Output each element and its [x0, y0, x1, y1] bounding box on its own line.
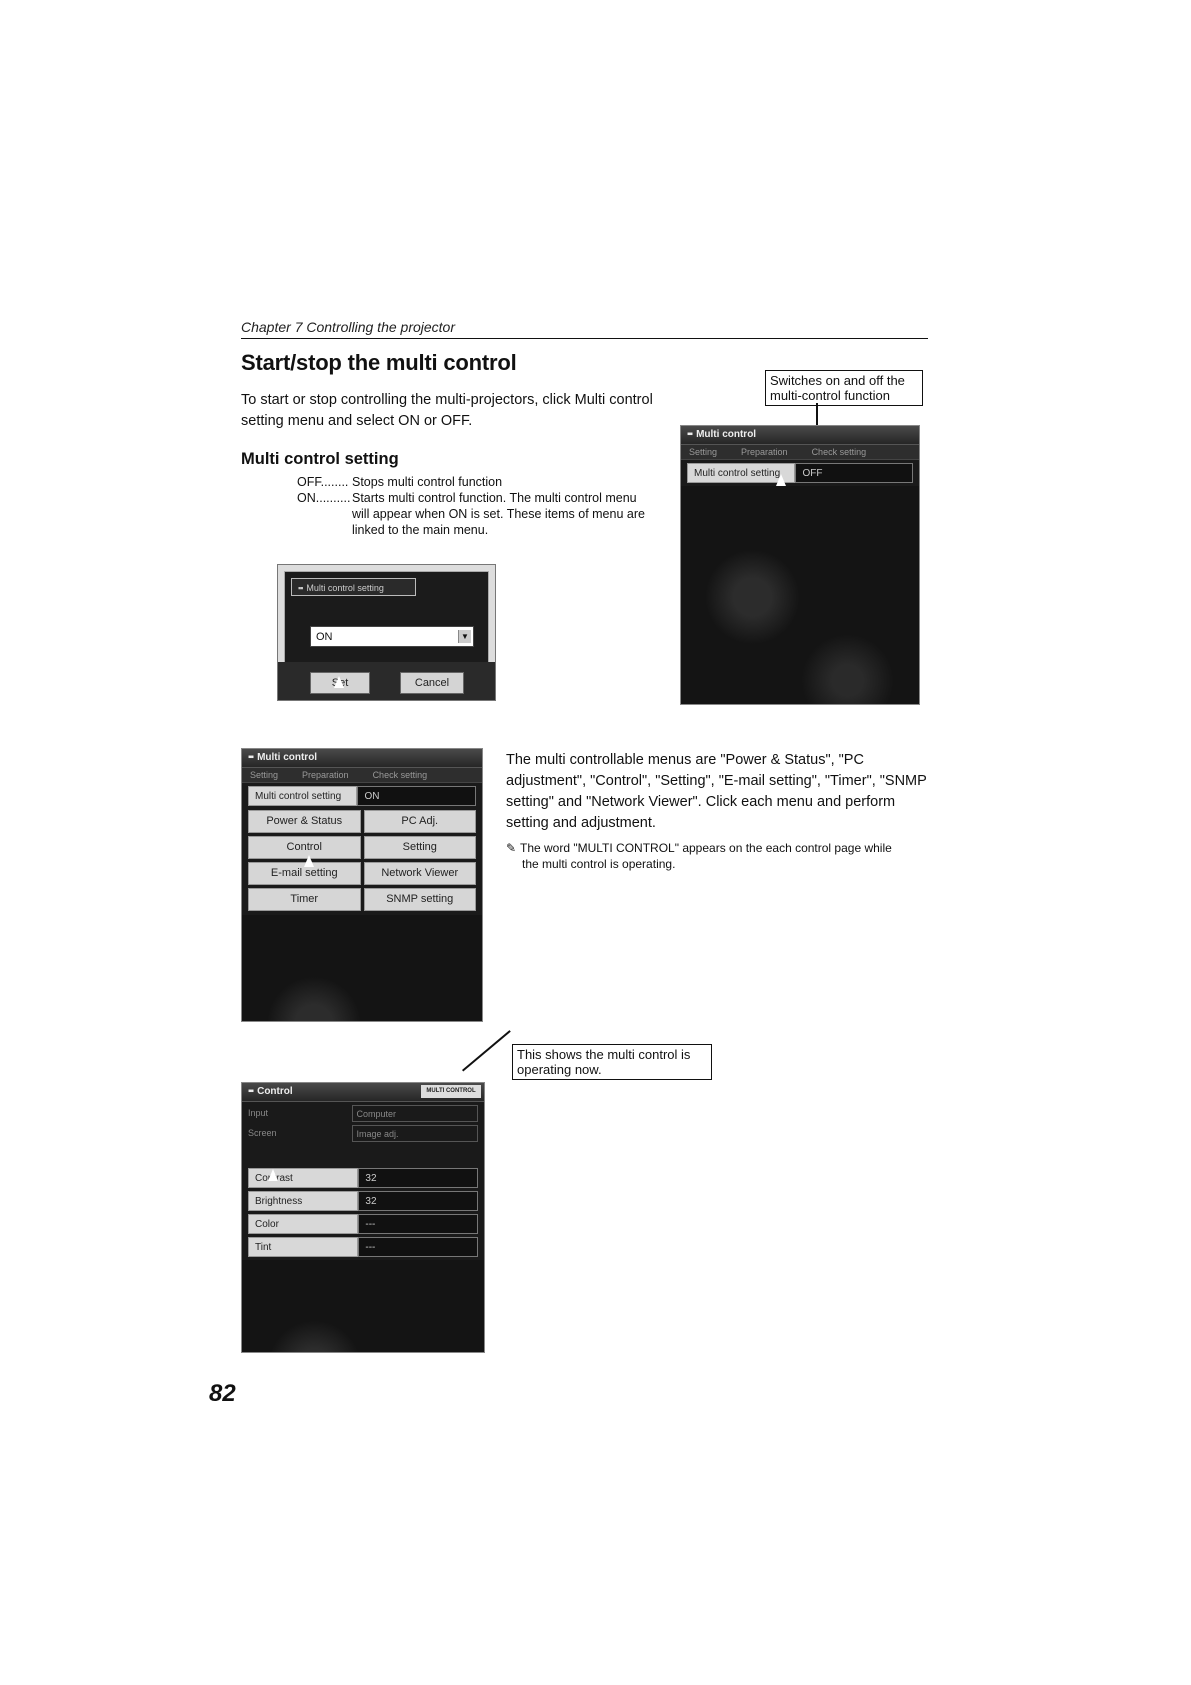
cancel-button[interactable]: Cancel: [400, 672, 464, 694]
brightness-row[interactable]: Brightness 32: [248, 1191, 478, 1211]
menu-control[interactable]: Control: [248, 836, 361, 859]
row-label: Contrast: [248, 1168, 359, 1188]
note: ✎The word "MULTI CONTROL" appears on the…: [506, 840, 936, 872]
row-value[interactable]: 32: [358, 1191, 478, 1211]
dialog-title-text: Multi control setting: [306, 583, 384, 593]
tab-check-setting[interactable]: Check setting: [372, 770, 428, 780]
tab-preparation[interactable]: Preparation: [741, 447, 788, 457]
row-label: Tint: [248, 1237, 359, 1257]
dialog-title: ▪▪Multi control setting: [291, 578, 416, 596]
field-label: Screen: [248, 1128, 277, 1138]
grip-icon: ▪▪: [248, 752, 254, 763]
page-number: 82: [209, 1380, 236, 1407]
row-label: Color: [248, 1214, 359, 1234]
screen-select[interactable]: Image adj.: [351, 1125, 478, 1142]
empty-area: [242, 915, 482, 1021]
note-line-1: The word "MULTI CONTROL" appears on the …: [520, 841, 892, 855]
option-on: ON.......... Starts multi control functi…: [297, 490, 657, 538]
window-title-text: Control: [257, 1086, 293, 1097]
form-row-screen: Screen Image adj.: [248, 1125, 478, 1142]
dialog-panel: ▪▪Multi control setting ON ▼: [284, 571, 489, 664]
window-title: ▪▪Multi control: [681, 426, 919, 445]
empty-area: [242, 1260, 484, 1352]
row-label: Brightness: [248, 1191, 359, 1211]
row-value: ON: [357, 786, 476, 806]
color-row[interactable]: Color ---: [248, 1214, 478, 1234]
tab-preparation[interactable]: Preparation: [302, 770, 349, 780]
menu-power-status[interactable]: Power & Status: [248, 810, 361, 833]
multi-control-select[interactable]: ON ▼: [310, 626, 474, 647]
row-value[interactable]: ---: [358, 1237, 478, 1257]
cursor-icon: [304, 855, 314, 867]
window-title: ▪▪Multi control: [242, 749, 482, 768]
pencil-icon: ✎: [506, 841, 517, 855]
grip-icon: ▪▪: [298, 583, 303, 593]
menu-snmp-setting[interactable]: SNMP setting: [363, 888, 476, 911]
multi-control-setting-row[interactable]: Multi control setting OFF: [687, 463, 913, 483]
menu-network-viewer[interactable]: Network Viewer: [363, 862, 476, 885]
tint-row[interactable]: Tint ---: [248, 1237, 478, 1257]
row-value: OFF: [795, 463, 913, 483]
select-value: ON: [316, 631, 333, 643]
intro-paragraph: To start or stop controlling the multi-p…: [241, 392, 653, 429]
cursor-icon: [334, 676, 344, 688]
multi-control-badge: MULTI CONTROL: [421, 1085, 481, 1098]
chapter-header: Chapter 7 Controlling the projector: [241, 319, 456, 335]
window-title-text: Multi control: [257, 752, 318, 763]
callout-operating: This shows the multi control is operatin…: [512, 1044, 712, 1080]
contrast-row[interactable]: Contrast 32: [248, 1168, 478, 1188]
dialog-buttons: Set Cancel: [278, 662, 495, 700]
dialog-screenshot: ▪▪Multi control setting ON ▼ Set Cancel: [277, 564, 496, 701]
menu-pc-adj[interactable]: PC Adj.: [363, 810, 476, 833]
multi-menu-grid: Power & Status PC Adj. Control Setting E…: [248, 810, 476, 911]
row-label[interactable]: Multi control setting: [687, 463, 796, 483]
grip-icon: ▪▪: [687, 429, 693, 440]
tab-row: Setting Preparation Check setting: [681, 445, 919, 460]
row-label[interactable]: Multi control setting: [248, 786, 358, 806]
multi-control-on-screenshot: ▪▪Multi control Setting Preparation Chec…: [241, 748, 483, 1022]
grip-icon: ▪▪: [248, 1086, 254, 1097]
row-value[interactable]: ---: [358, 1214, 478, 1234]
tab-check-setting[interactable]: Check setting: [811, 447, 867, 457]
note-line-2: the multi control is operating.: [522, 857, 676, 871]
option-key: OFF........: [297, 475, 349, 489]
empty-area: [681, 486, 919, 704]
option-desc: Starts multi control function. The multi…: [352, 491, 645, 537]
spacer: [242, 1145, 484, 1165]
option-off: OFF........ Stops multi control function: [297, 474, 657, 490]
row-value[interactable]: 32: [358, 1168, 478, 1188]
chevron-down-icon[interactable]: ▼: [458, 630, 471, 643]
options-list: OFF........ Stops multi control function…: [297, 474, 657, 538]
callout-switch: Switches on and off the multi-control fu…: [765, 370, 923, 406]
option-key: ON..........: [297, 491, 351, 505]
cursor-icon: [776, 474, 786, 486]
tab-setting[interactable]: Setting: [250, 770, 279, 780]
multi-control-setting-row[interactable]: Multi control setting ON: [248, 786, 476, 806]
window-title-text: Multi control: [696, 429, 757, 440]
field-label: Input: [248, 1108, 269, 1118]
form-row-input: Input Computer: [248, 1105, 478, 1122]
multi-menus-paragraph: The multi controllable menus are "Power …: [506, 752, 927, 831]
menu-setting[interactable]: Setting: [363, 836, 476, 859]
window-title: ▪▪Control MULTI CONTROL: [242, 1083, 484, 1102]
menu-timer[interactable]: Timer: [248, 888, 361, 911]
callout-leader: [462, 1030, 511, 1072]
control-screenshot: ▪▪Control MULTI CONTROL Input Computer S…: [241, 1082, 485, 1353]
input-select[interactable]: Computer: [351, 1105, 478, 1122]
subsection-title: Multi control setting: [241, 450, 399, 468]
tab-setting[interactable]: Setting: [689, 447, 718, 457]
tab-row: Setting Preparation Check setting: [242, 768, 482, 783]
cursor-icon: [268, 1169, 278, 1181]
option-desc: Stops multi control function: [352, 475, 503, 489]
multi-control-off-screenshot: ▪▪Multi control Setting Preparation Chec…: [680, 425, 920, 705]
section-title: Start/stop the multi control: [241, 350, 517, 375]
header-rule: [241, 338, 928, 339]
